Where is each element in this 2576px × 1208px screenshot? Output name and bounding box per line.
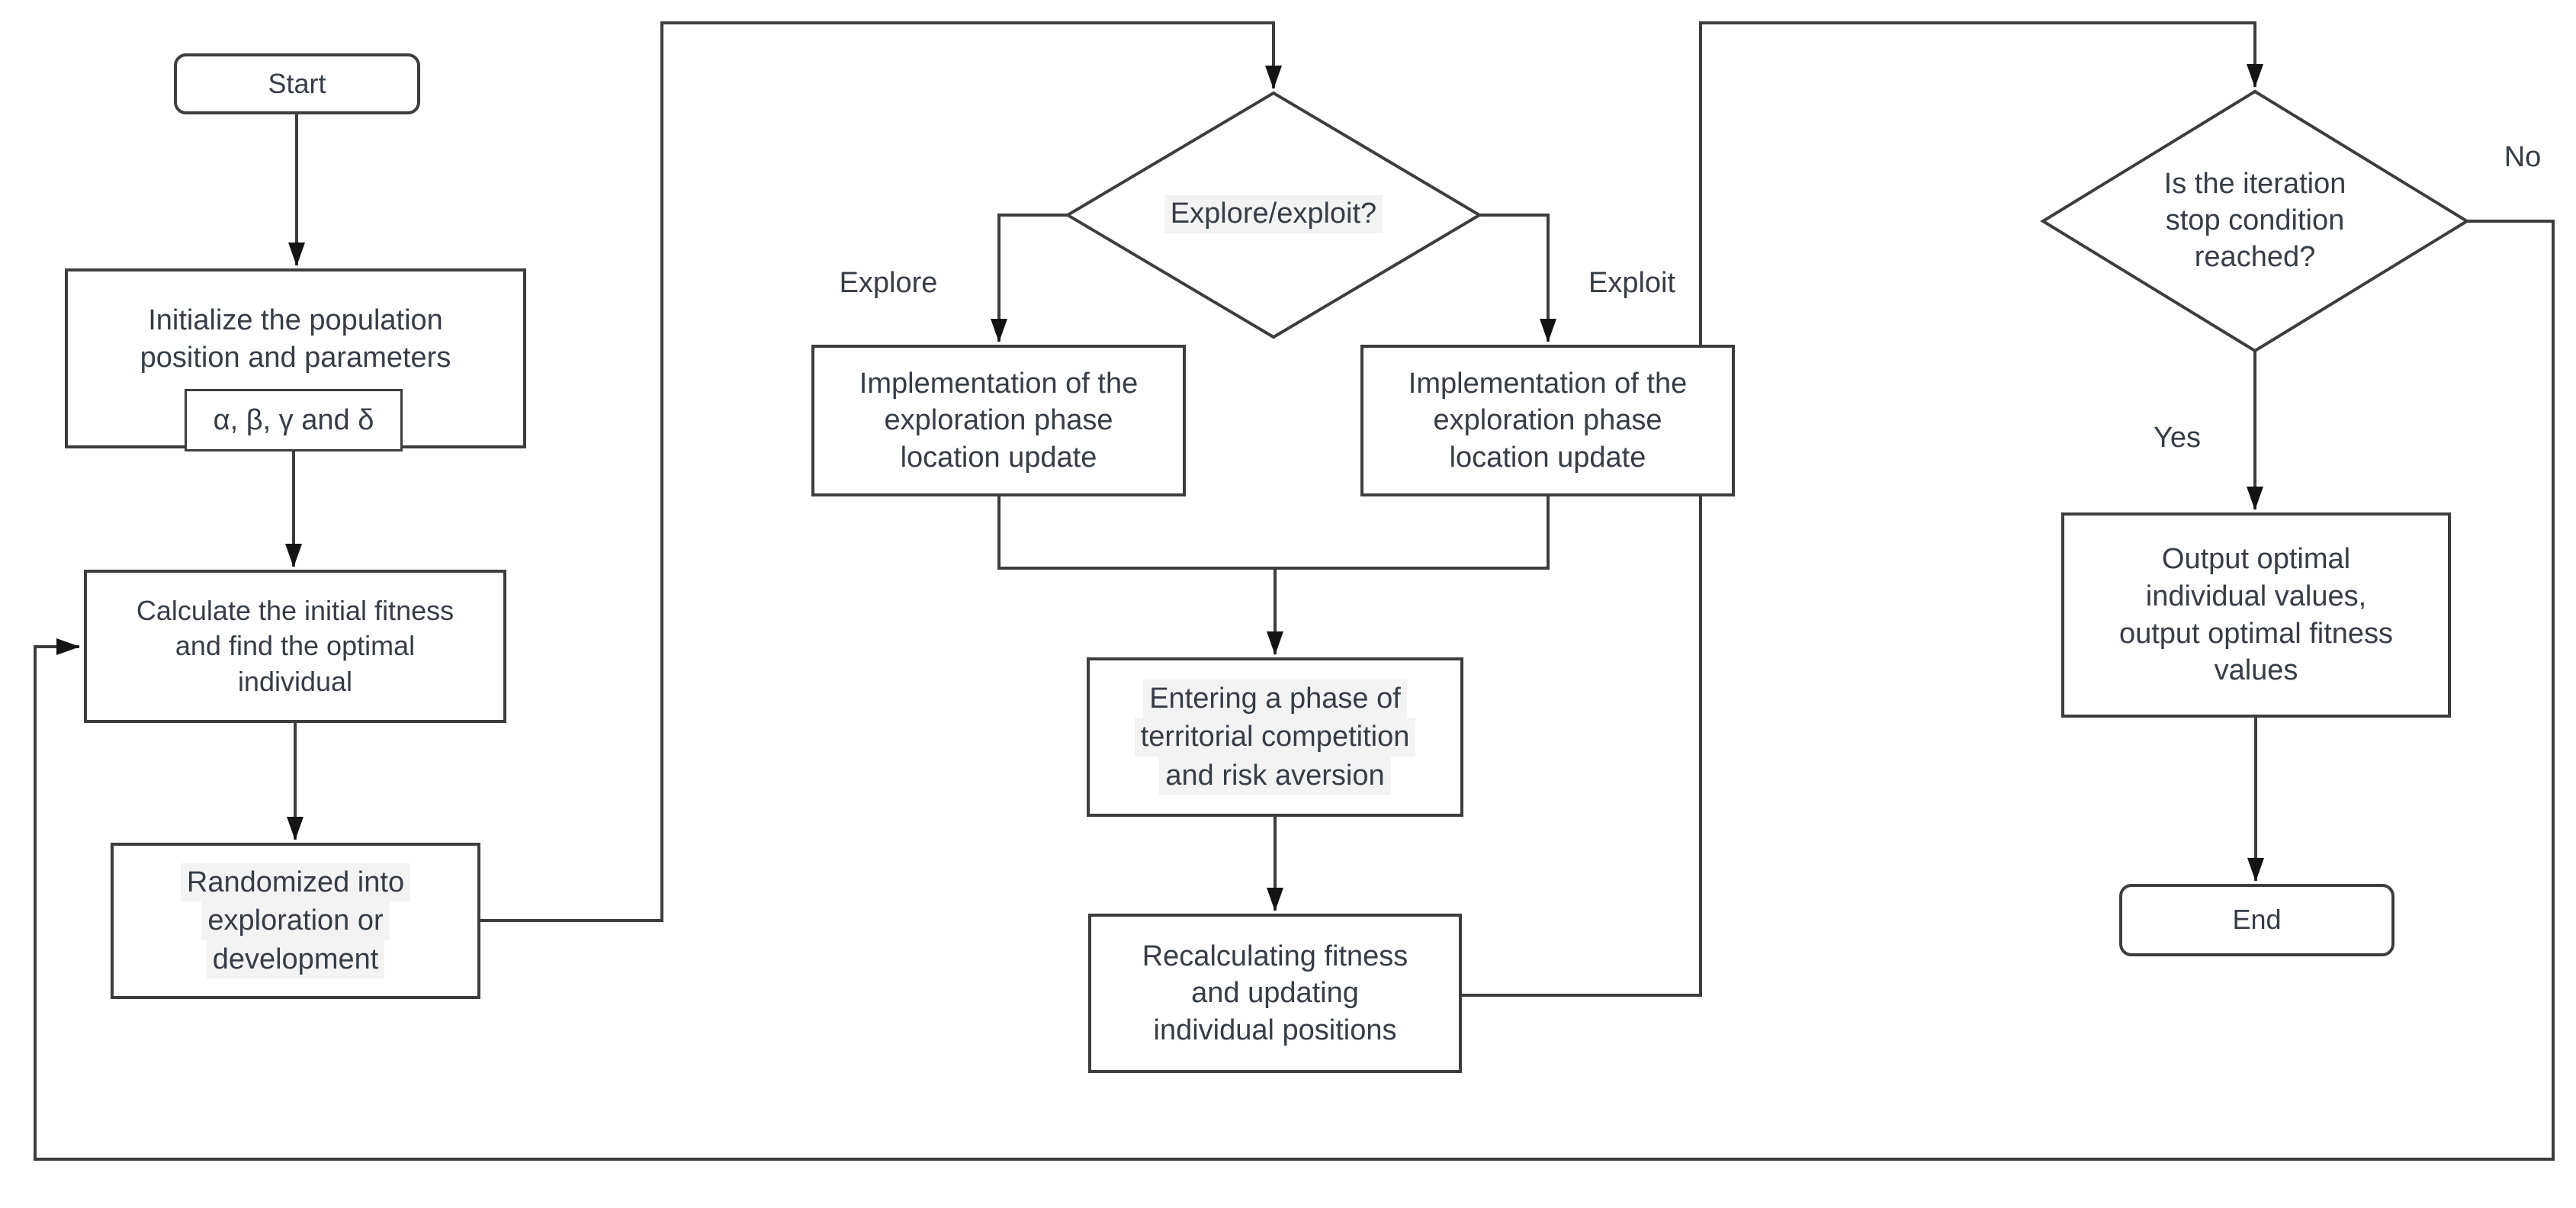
- edge-label-exploit: Exploit: [1588, 267, 1676, 299]
- edge-label-yes: Yes: [2154, 422, 2201, 454]
- node-recalculating: Recalculating fitness and updating indiv…: [1088, 914, 1462, 1073]
- node-implementation-explore-line: location update: [900, 441, 1097, 474]
- node-implementation-exploit-line: Implementation of the: [1408, 367, 1688, 400]
- node-calculate-fitness: Calculate the initial fitness and find t…: [84, 570, 506, 723]
- node-end: End: [2119, 884, 2395, 956]
- decision-stop-condition-label: Is the iteration stop condition reached?: [2163, 168, 2346, 273]
- node-recalculating-line: Recalculating fitness: [1142, 940, 1408, 972]
- node-initialize-line: Initialize the population: [148, 304, 443, 336]
- node-recalculating-line: and updating: [1191, 977, 1359, 1010]
- node-output: Output optimal individual values, output…: [2061, 512, 2451, 718]
- node-parameters-label: α, β, γ and δ: [213, 403, 374, 436]
- edge-label-explore: Explore: [839, 267, 938, 299]
- node-implementation-exploit: Implementation of the exploration phase …: [1360, 345, 1735, 496]
- edge-label-no: No: [2504, 141, 2542, 173]
- node-randomized-line: exploration or: [201, 901, 390, 940]
- node-territorial-line: and risk aversion: [1159, 756, 1391, 795]
- node-territorial-line: territorial competition: [1134, 718, 1416, 757]
- node-implementation-explore-line: exploration phase: [884, 404, 1113, 437]
- node-implementation-exploit-line: location update: [1449, 441, 1646, 474]
- node-output-line: individual values,: [2145, 580, 2367, 612]
- decision-stop-condition-shape: [2040, 89, 2470, 353]
- node-calculate-line: and find the optimal: [175, 630, 416, 662]
- node-parameters: α, β, γ and δ: [185, 389, 403, 451]
- node-recalculating-line: individual positions: [1153, 1014, 1397, 1046]
- connector-decision-to-exploit-branch: [1479, 214, 1556, 342]
- node-implementation-exploit-line: exploration phase: [1433, 404, 1662, 437]
- node-calculate-line: individual: [237, 665, 353, 697]
- node-end-label: End: [2232, 904, 2282, 936]
- node-territorial-phase: Entering a phase of territorial competit…: [1087, 657, 1463, 817]
- node-territorial-line: Entering a phase of: [1143, 679, 1407, 718]
- node-output-line: values: [2214, 654, 2298, 687]
- node-output-line: Output optimal: [2161, 543, 2351, 576]
- decision-explore-exploit-label: Explore/exploit?: [1106, 195, 1441, 233]
- node-implementation-explore: Implementation of the exploration phase …: [811, 345, 1186, 496]
- node-randomized-line: development: [206, 940, 385, 979]
- connector-recalculating-to-stop-decision: [1462, 21, 2263, 997]
- node-start-label: Start: [268, 67, 326, 99]
- node-randomized: Randomized into exploration or developme…: [111, 843, 480, 999]
- node-calculate-line: Calculate the initial fitness: [136, 595, 454, 627]
- node-randomized-line: Randomized into: [180, 863, 411, 902]
- connector-branch-merge: [997, 496, 1550, 570]
- node-implementation-explore-line: Implementation of the: [859, 367, 1139, 400]
- node-start: Start: [174, 53, 420, 114]
- node-output-line: output optimal fitness: [2118, 617, 2394, 650]
- connector-stop-decision-no-loop: [34, 220, 2555, 1161]
- connector-decision-to-explore-branch: [991, 214, 1068, 342]
- connector-randomized-to-explore-decision: [480, 21, 1282, 922]
- node-initialize-line: position and parameters: [140, 341, 451, 374]
